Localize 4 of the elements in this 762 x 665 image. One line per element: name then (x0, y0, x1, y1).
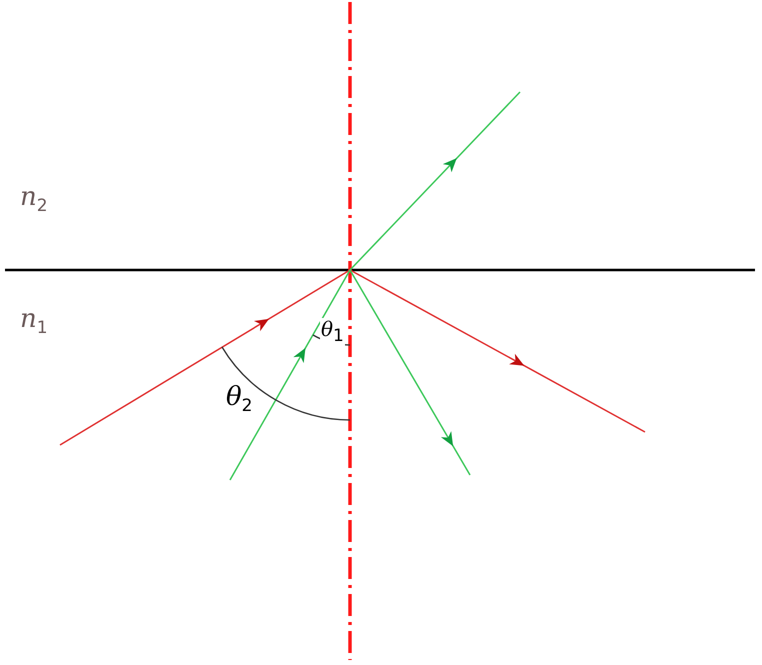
angle-label: θ$_{2}$ (226, 382, 252, 418)
angle-label: θ$_{1}$ (320, 318, 345, 347)
medium-label: n$_{2}$ (20, 182, 48, 218)
medium-label: n$_{1}$ (20, 304, 48, 340)
